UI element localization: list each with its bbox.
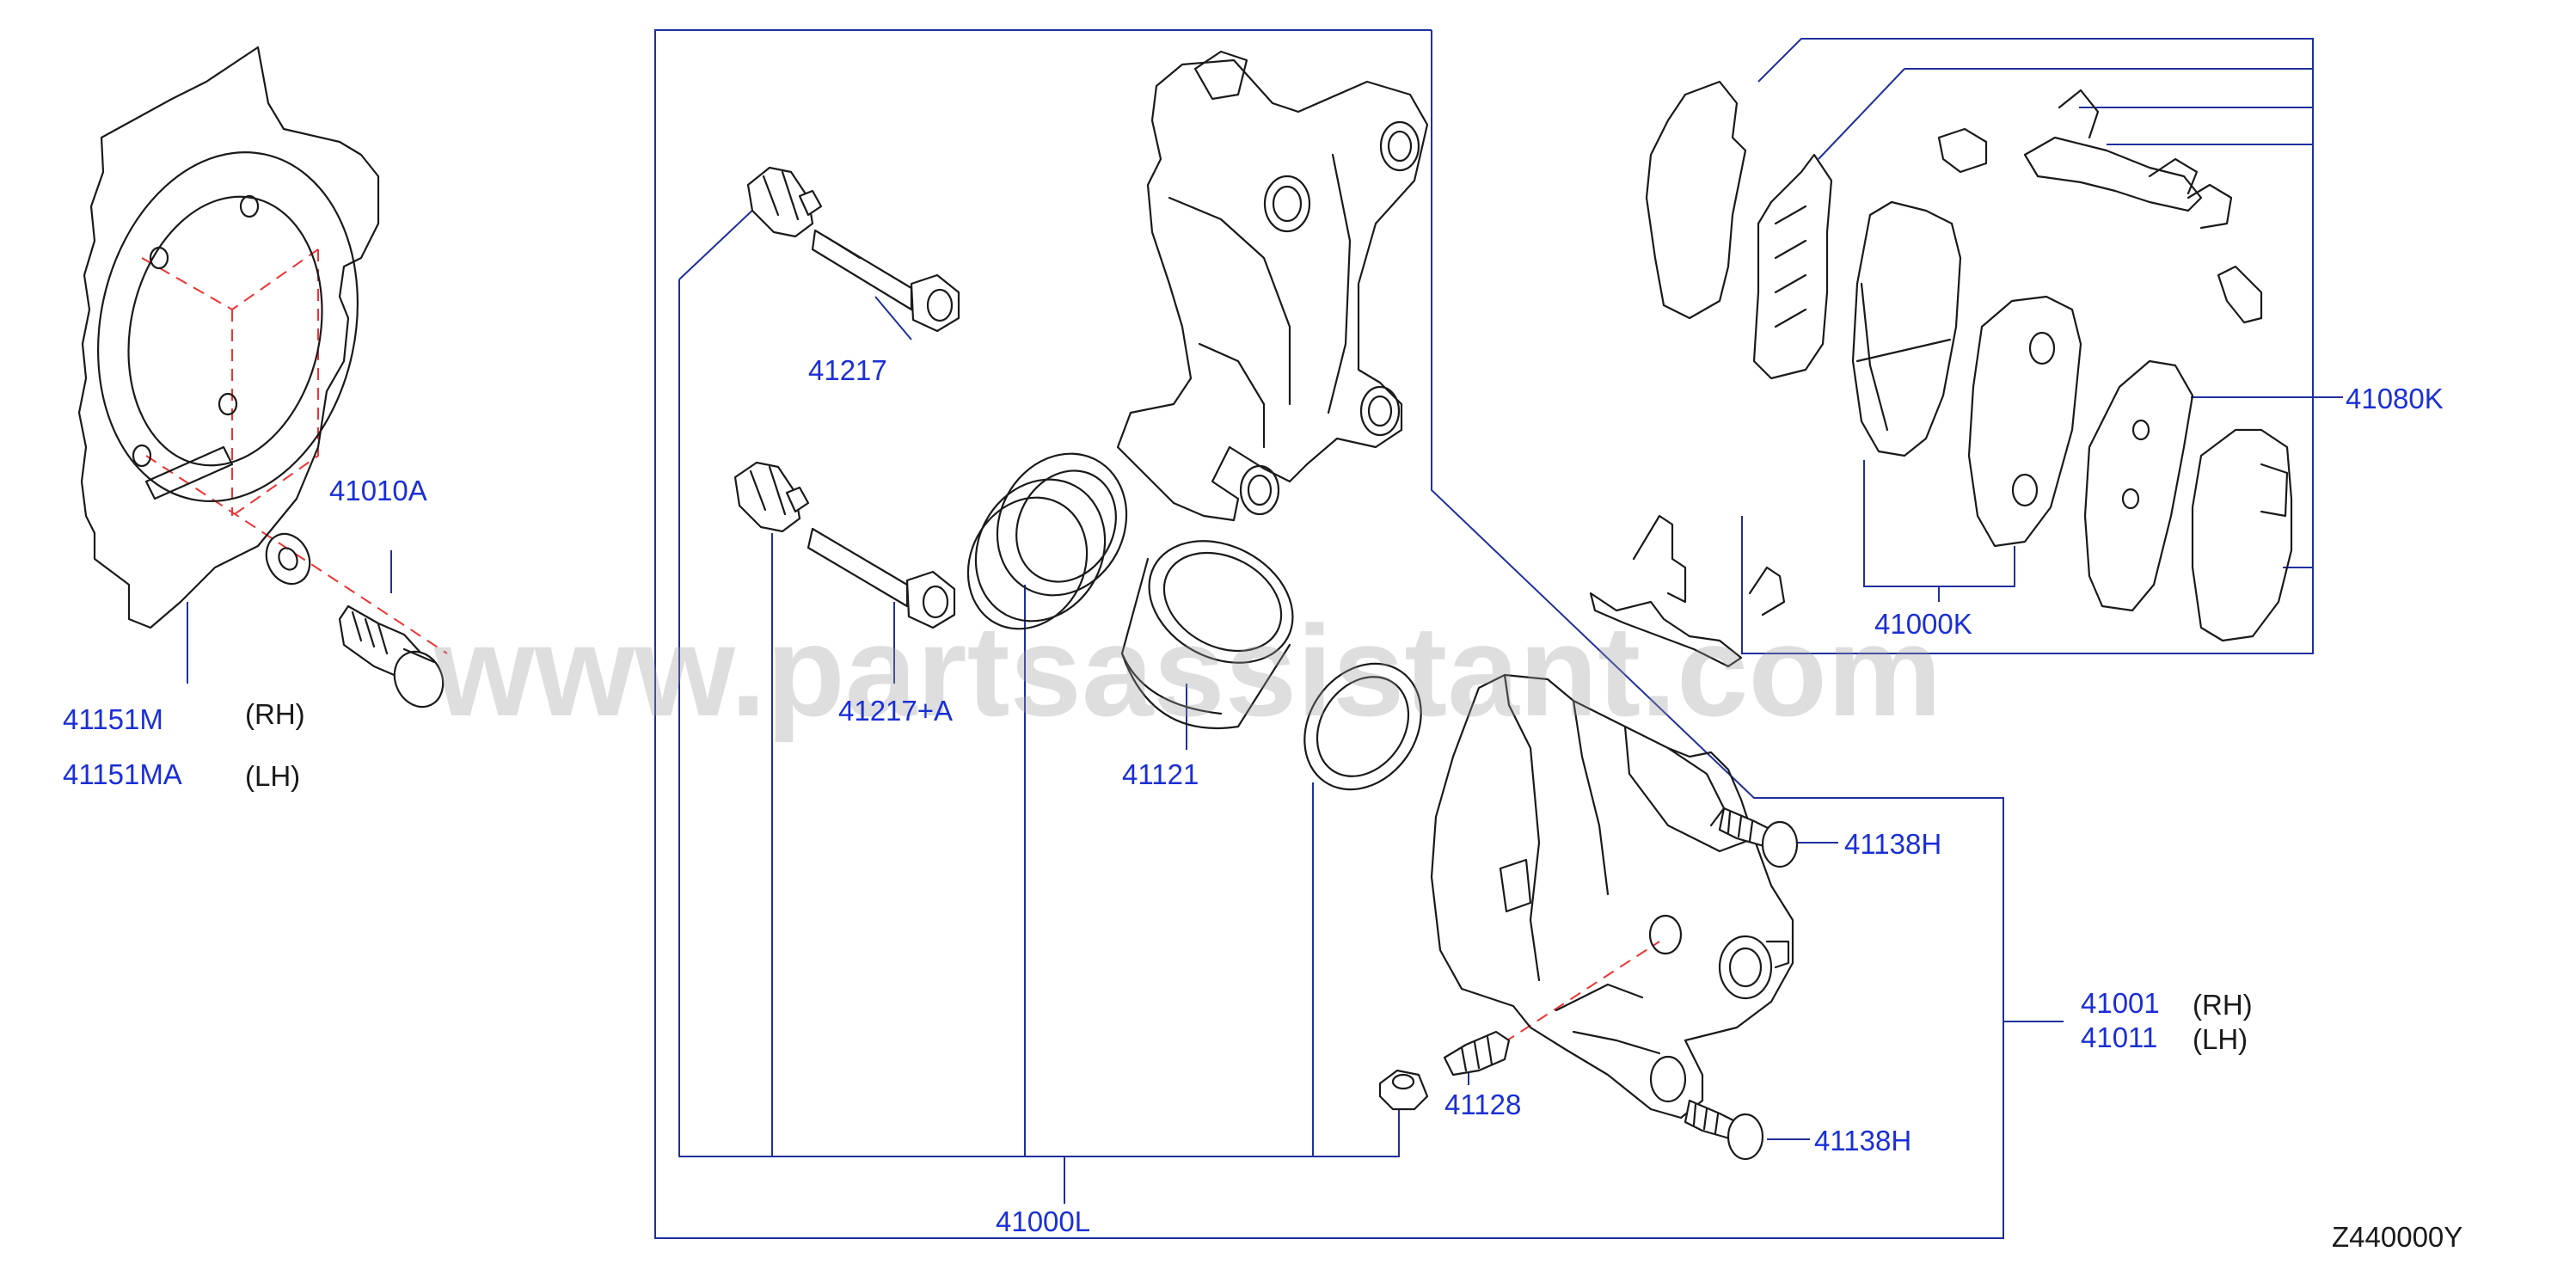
watermark: www.partsassistant.com bbox=[433, 598, 1941, 743]
pad-clip-small bbox=[1937, 127, 2263, 324]
guide-pin-boot-41217a bbox=[733, 461, 956, 629]
label-41151m: 41151M bbox=[63, 703, 163, 735]
side-41011: (LH) bbox=[2193, 1023, 2248, 1055]
label-41217a: 41217+A bbox=[838, 695, 953, 727]
caliper-bolt-41138h-top bbox=[1718, 807, 1799, 868]
bolt-41010a bbox=[338, 604, 445, 709]
label-41138h-bottom: 41138H bbox=[1814, 1125, 1911, 1156]
pad-shim-outer-left bbox=[1645, 80, 1747, 320]
pad-shim-inner-left bbox=[1752, 153, 1833, 380]
brake-pad-41000k-right bbox=[1967, 295, 2082, 548]
brake-pad-41000k-left bbox=[1851, 200, 1962, 457]
dust-shield-41151m bbox=[77, 46, 380, 629]
leader-lines bbox=[187, 29, 2343, 1239]
guide-pin-boot-41217 bbox=[746, 166, 960, 333]
pad-shim-outer-right bbox=[2083, 359, 2194, 612]
label-41000k: 41000K bbox=[1874, 608, 1972, 640]
pad-retainer-clip-lower bbox=[1589, 514, 1786, 668]
label-41080k: 41080K bbox=[2346, 383, 2444, 414]
label-41121: 41121 bbox=[1122, 758, 1199, 790]
label-41011: 41011 bbox=[2081, 1021, 2157, 1053]
label-41217: 41217 bbox=[808, 354, 887, 386]
caliper-piston-41121 bbox=[1120, 540, 1294, 730]
label-41010a: 41010A bbox=[329, 475, 427, 506]
label-41001: 41001 bbox=[2081, 987, 2160, 1019]
label-41128: 41128 bbox=[1444, 1089, 1521, 1120]
part-labels: 41217 41217+A 41010A 41151M 41151MA (RH)… bbox=[63, 354, 2444, 1237]
label-41151ma: 41151MA bbox=[63, 758, 182, 790]
side-41151m: (RH) bbox=[245, 698, 305, 730]
washer-41010a bbox=[265, 532, 311, 586]
label-41000l: 41000L bbox=[996, 1205, 1090, 1237]
caliper-bolt-41138h-bottom bbox=[1684, 1099, 1764, 1161]
diagram-code: Z440000Y bbox=[2332, 1221, 2463, 1253]
pad-retainer-clip-upper bbox=[2023, 89, 2233, 230]
caliper-support-bracket bbox=[1116, 50, 1429, 522]
label-41138h-top: 41138H bbox=[1844, 828, 1941, 860]
side-41151ma: (LH) bbox=[245, 760, 300, 792]
piston-boot-seal bbox=[966, 452, 1128, 630]
caliper-body-41001 bbox=[1430, 673, 1794, 1120]
piston-ring-seal bbox=[1303, 662, 1422, 791]
side-41001: (RH) bbox=[2193, 989, 2253, 1021]
pad-shim-inner-right bbox=[2191, 428, 2293, 642]
bleeder-screw-41128 bbox=[1443, 1030, 1511, 1077]
bleeder-cap bbox=[1378, 1069, 1429, 1111]
